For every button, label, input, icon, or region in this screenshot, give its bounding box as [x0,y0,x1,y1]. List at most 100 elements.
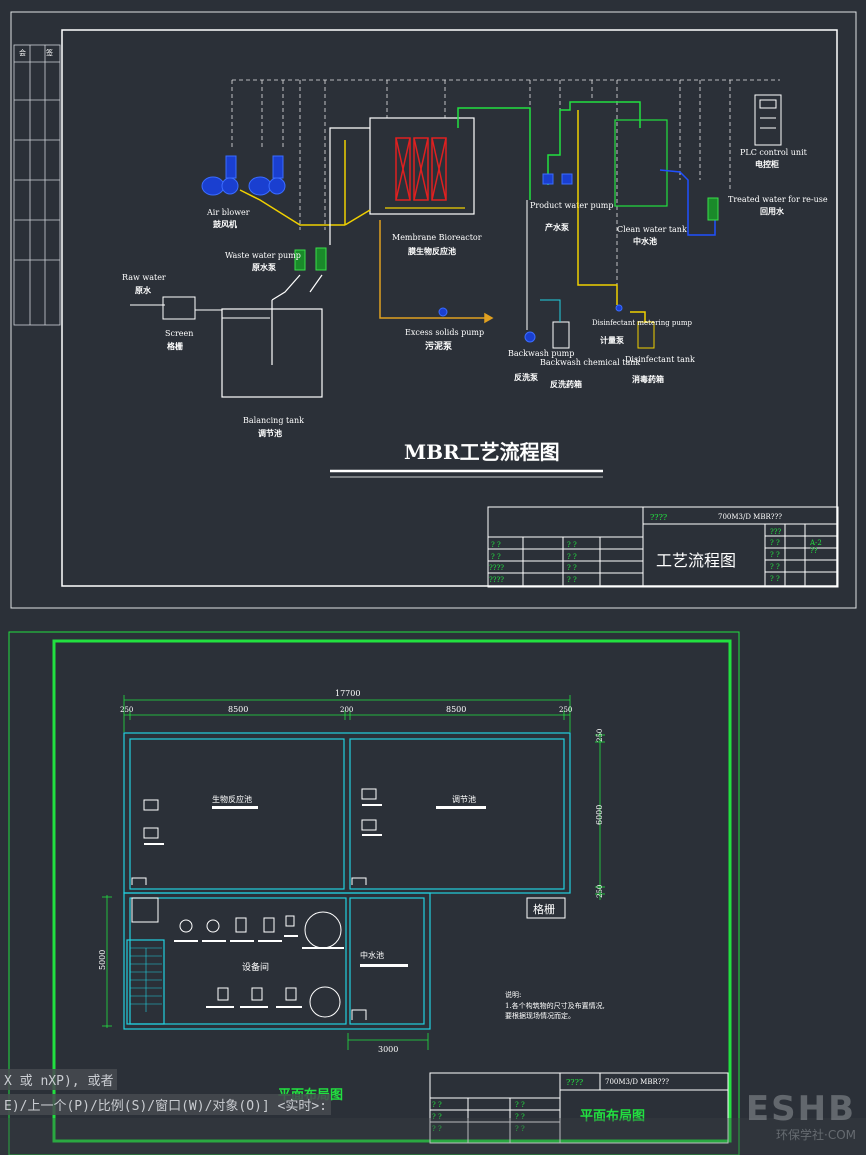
svg-text:? ?: ? ? [515,1125,525,1133]
svg-text:? ?: ? ? [432,1101,442,1109]
layout-title-block [429,1072,729,1144]
sign-strip-label-2: 签 [46,48,53,57]
svg-text:? ?: ? ? [567,576,577,584]
treated-label-cn: 回用水 [760,206,785,216]
dim-v5000: 5000 [98,950,107,970]
plc-label: PLC control unit [740,148,808,157]
excess-pump-label: Excess solids pump [405,328,484,337]
process-drawing-title: MBR工艺流程图 [404,440,560,464]
layout-border-inner [52,639,732,1143]
watermark-site: 环保学社·COM [776,1128,856,1142]
svg-text:? ?: ? ? [770,539,780,547]
air-blower-label-cn: 鼓风机 [213,219,237,229]
dim-total: 17700 [335,689,360,698]
disinfectant-pipe [577,110,646,322]
screen-label: Screen [165,329,193,338]
dim-250-right: 250 [559,706,572,714]
notes-line-2: 要根据现场情况而定。 [505,1011,575,1020]
disinf-tank-label: Disinfectant tank [625,355,695,364]
raw-water-pipe [130,304,270,319]
sheet-border-inner [61,29,838,587]
notes-line-1: 1.各个构筑物的尺寸及布置情况, [505,1001,605,1010]
command-area-band [0,1118,866,1155]
svg-text:????: ???? [489,576,504,584]
room-clean-label: 中水池 [360,950,384,960]
control-lines [231,79,780,300]
balancing-label-cn: 调节池 [258,428,282,438]
disinf-pump-label-cn: 计量泵 [600,335,624,345]
backwash-tank-label: Backwash chemical tank [540,358,640,367]
backwash-pump-label-cn: 反洗泵 [514,372,538,382]
product-water-pipe [457,101,641,200]
reuse-pump-icon [707,197,719,221]
sign-strip-label-1: 会 [19,48,26,57]
membrane-modules [395,137,447,201]
dim-250-left: 250 [120,706,133,714]
raw-water-label: Raw water [122,273,166,282]
feed-pipe [271,127,370,365]
dim-200: 200 [340,706,353,714]
screen-box [162,296,196,320]
treated-water-pipe [659,169,716,236]
watermark-logo: ESHB [745,1089,856,1129]
dimension-lines [102,695,605,1050]
backwash-tank-icon [552,321,570,349]
layout-tb-project: 700M3/D MBR??? [605,1078,669,1086]
svg-text:? ?: ? ? [567,541,577,549]
raw-water-label-cn: 原水 [135,285,152,295]
layout-sheet: 17700 250 8500 200 8500 250 250 6000 250… [8,631,740,1155]
process-tb-marks: ? ? ? ? ???? ???? ? ? ? ? ? ? ? ? ??? ? … [489,528,782,584]
dim-8500-right: 8500 [446,705,466,714]
plan-walls [123,732,571,1030]
equipment-glyphs [131,788,377,1020]
svg-text:????: ???? [489,564,504,572]
svg-text:? ?: ? ? [432,1125,442,1133]
screen-label-cn: 格栅 [167,341,183,351]
process-title-block [487,506,839,588]
disinf-tank-label-cn: 消毒药箱 [632,374,664,384]
site-watermark: ESHB 环保学社·COM [746,1092,856,1143]
svg-text:? ?: ? ? [770,575,780,583]
svg-text:? ?: ? ? [491,541,501,549]
balancing-tank [221,308,323,398]
sludge-pipe [379,220,494,324]
room-balance-label: 调节池 [452,794,476,804]
waste-pump-label: Waste water pump [225,251,301,260]
mbr-tank [369,117,475,215]
product-pump-label: Product water pump [530,201,613,210]
layout-border-outer [8,631,740,1155]
excess-pump-label-cn: 污泥泵 [425,340,453,352]
layout-tb-project-label: ???? [566,1078,583,1087]
excess-solids-pump-icon [438,307,448,317]
equipment-tags [144,804,486,1008]
process-tb-project-label: ???? [650,513,667,522]
sheet-border-outer [10,11,857,609]
svg-text:? ?: ? ? [567,564,577,572]
backwash-pump-icon [524,331,536,343]
plc-label-cn: 电控柜 [755,159,779,169]
svg-text:? ?: ? ? [491,553,501,561]
backwash-chemical-line [540,299,561,322]
backwash-pump-label: Backwash pump [508,349,574,358]
room-screen-label: 格栅 [533,902,555,916]
process-tb-sheet2: ?? [810,547,818,555]
air-blower-label: Air blower [206,208,250,217]
process-tb-sheet: A-2 [809,539,822,547]
notes-title: 说明: [505,990,521,999]
dim-v250-top: 250 [596,729,604,742]
process-tb-project: 700M3/D MBR??? [718,513,782,521]
product-water-pump-icon [542,173,573,185]
dim-8500-left: 8500 [228,705,248,714]
screen-tag-box [526,897,566,919]
waste-pump-label-cn: 原水泵 [252,262,276,272]
clean-tank-label: Clean water tank [617,225,687,234]
process-tb-drawing-name: 工艺流程图 [656,551,736,570]
air-blower-icon [201,155,286,196]
treated-label: Treated water for re-use [728,195,828,204]
dim-bottom-3000: 3000 [378,1045,398,1054]
command-prompt-line[interactable]: E)/上一个(P)/比例(S)/窗口(W)/对象(O)] <实时>: [0,1094,332,1115]
mbr-label-cn: 膜生物反应池 [408,246,456,256]
clean-water-tank [614,119,668,207]
command-history-line: X 或 nXP), 或者 [0,1069,118,1090]
